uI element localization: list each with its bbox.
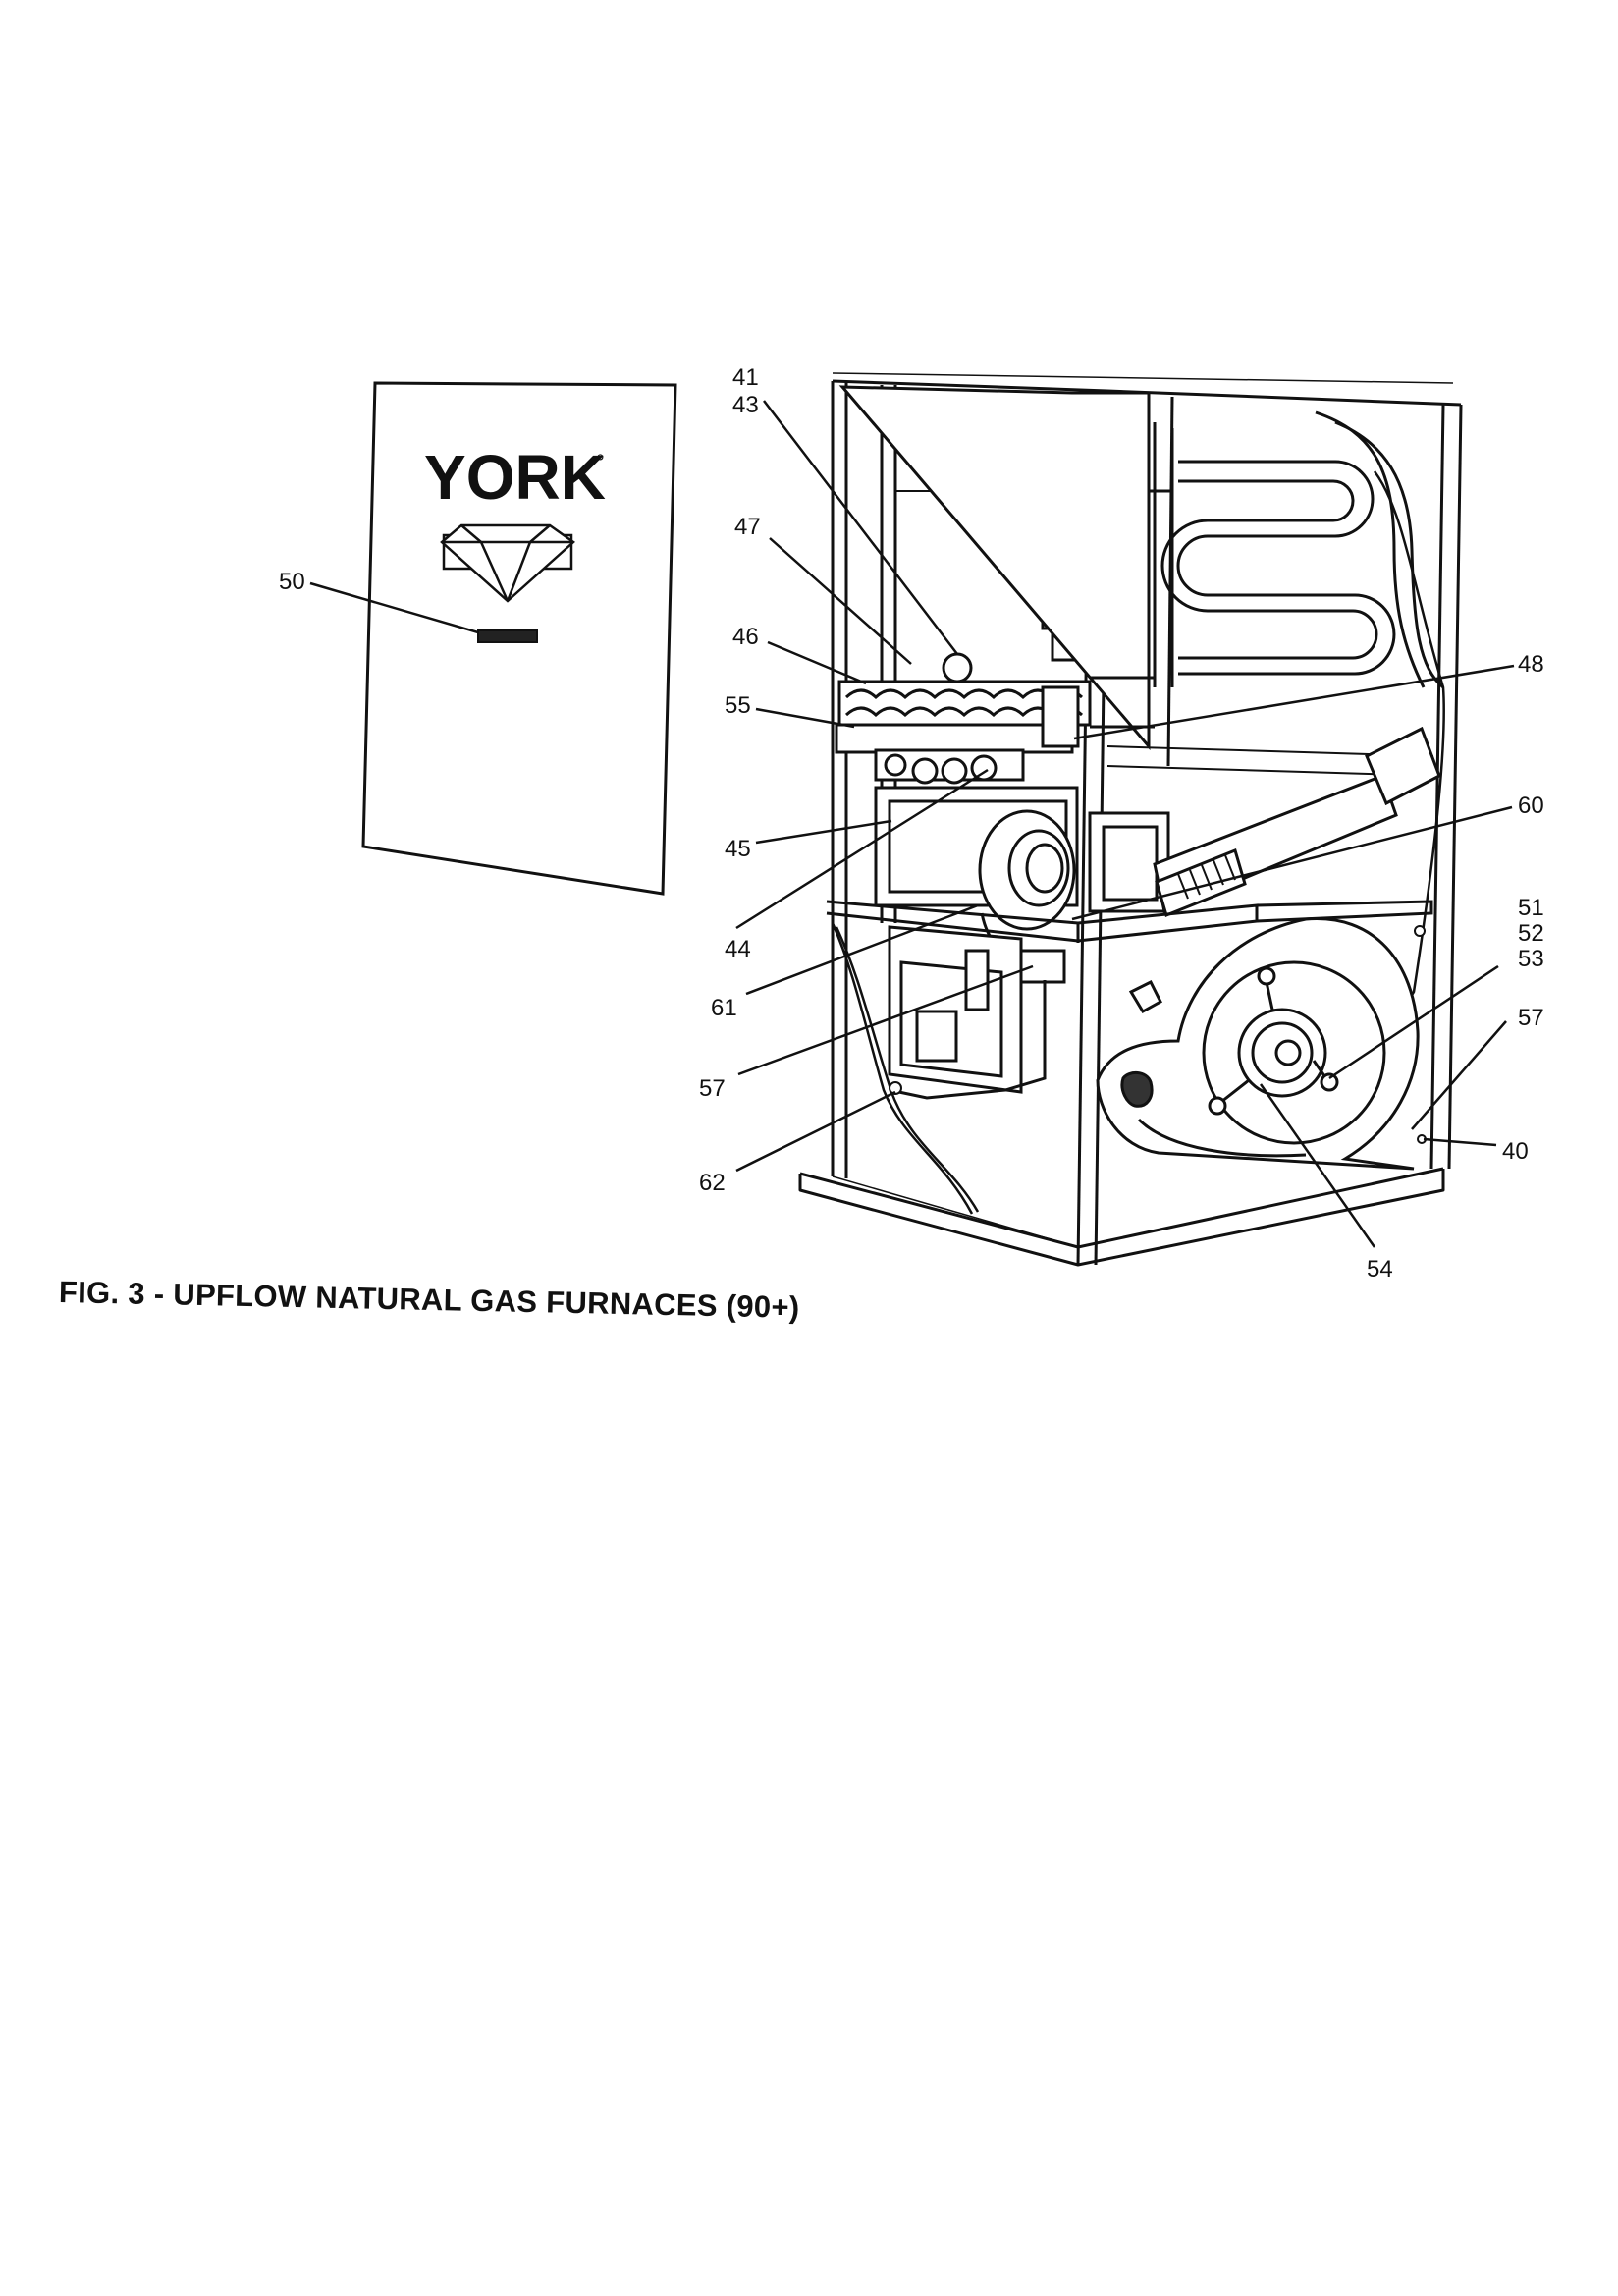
york-logo: YORK: [424, 442, 606, 513]
callout-57-left: 57: [699, 1075, 726, 1102]
york-emblem-icon: [440, 523, 576, 603]
callout-53: 53: [1518, 946, 1544, 972]
york-logo-mark: °: [596, 450, 605, 474]
gas-inlet: [889, 1081, 902, 1095]
callout-61: 61: [711, 995, 737, 1021]
burner-assembly: [835, 385, 1155, 754]
leader-lines: [309, 400, 1515, 1248]
door-panel: [361, 381, 677, 896]
callout-47: 47: [734, 514, 761, 540]
blower-assembly: [1096, 917, 1420, 1171]
callout-labels: 41 43 47 46 55 48 60 45 44 61 57 62 50 5…: [279, 364, 1544, 1283]
door-handle: [477, 629, 538, 643]
blower-bolt: [1414, 925, 1426, 937]
callout-50: 50: [279, 569, 305, 595]
callout-62: 62: [699, 1170, 726, 1196]
callout-48: 48: [1518, 651, 1544, 678]
heat-exchanger: [1153, 410, 1444, 689]
callout-44: 44: [725, 936, 751, 962]
control-board: [888, 925, 1066, 1100]
callout-60: 60: [1518, 793, 1544, 819]
callout-43: 43: [732, 392, 759, 418]
callout-54: 54: [1367, 1256, 1393, 1283]
blower-deck: [826, 900, 1433, 943]
callout-46: 46: [732, 624, 759, 650]
callout-57-right: 57: [1518, 1005, 1544, 1031]
callout-55: 55: [725, 692, 751, 719]
callout-41: 41: [732, 364, 759, 391]
gas-manifold: [874, 748, 1025, 785]
callout-40: 40: [1502, 1138, 1529, 1165]
limit-switch: [942, 652, 973, 683]
callout-52: 52: [1518, 920, 1544, 947]
callout-45: 45: [725, 836, 751, 862]
callout-51: 51: [1518, 895, 1544, 921]
vent-pipe: [1153, 726, 1441, 918]
